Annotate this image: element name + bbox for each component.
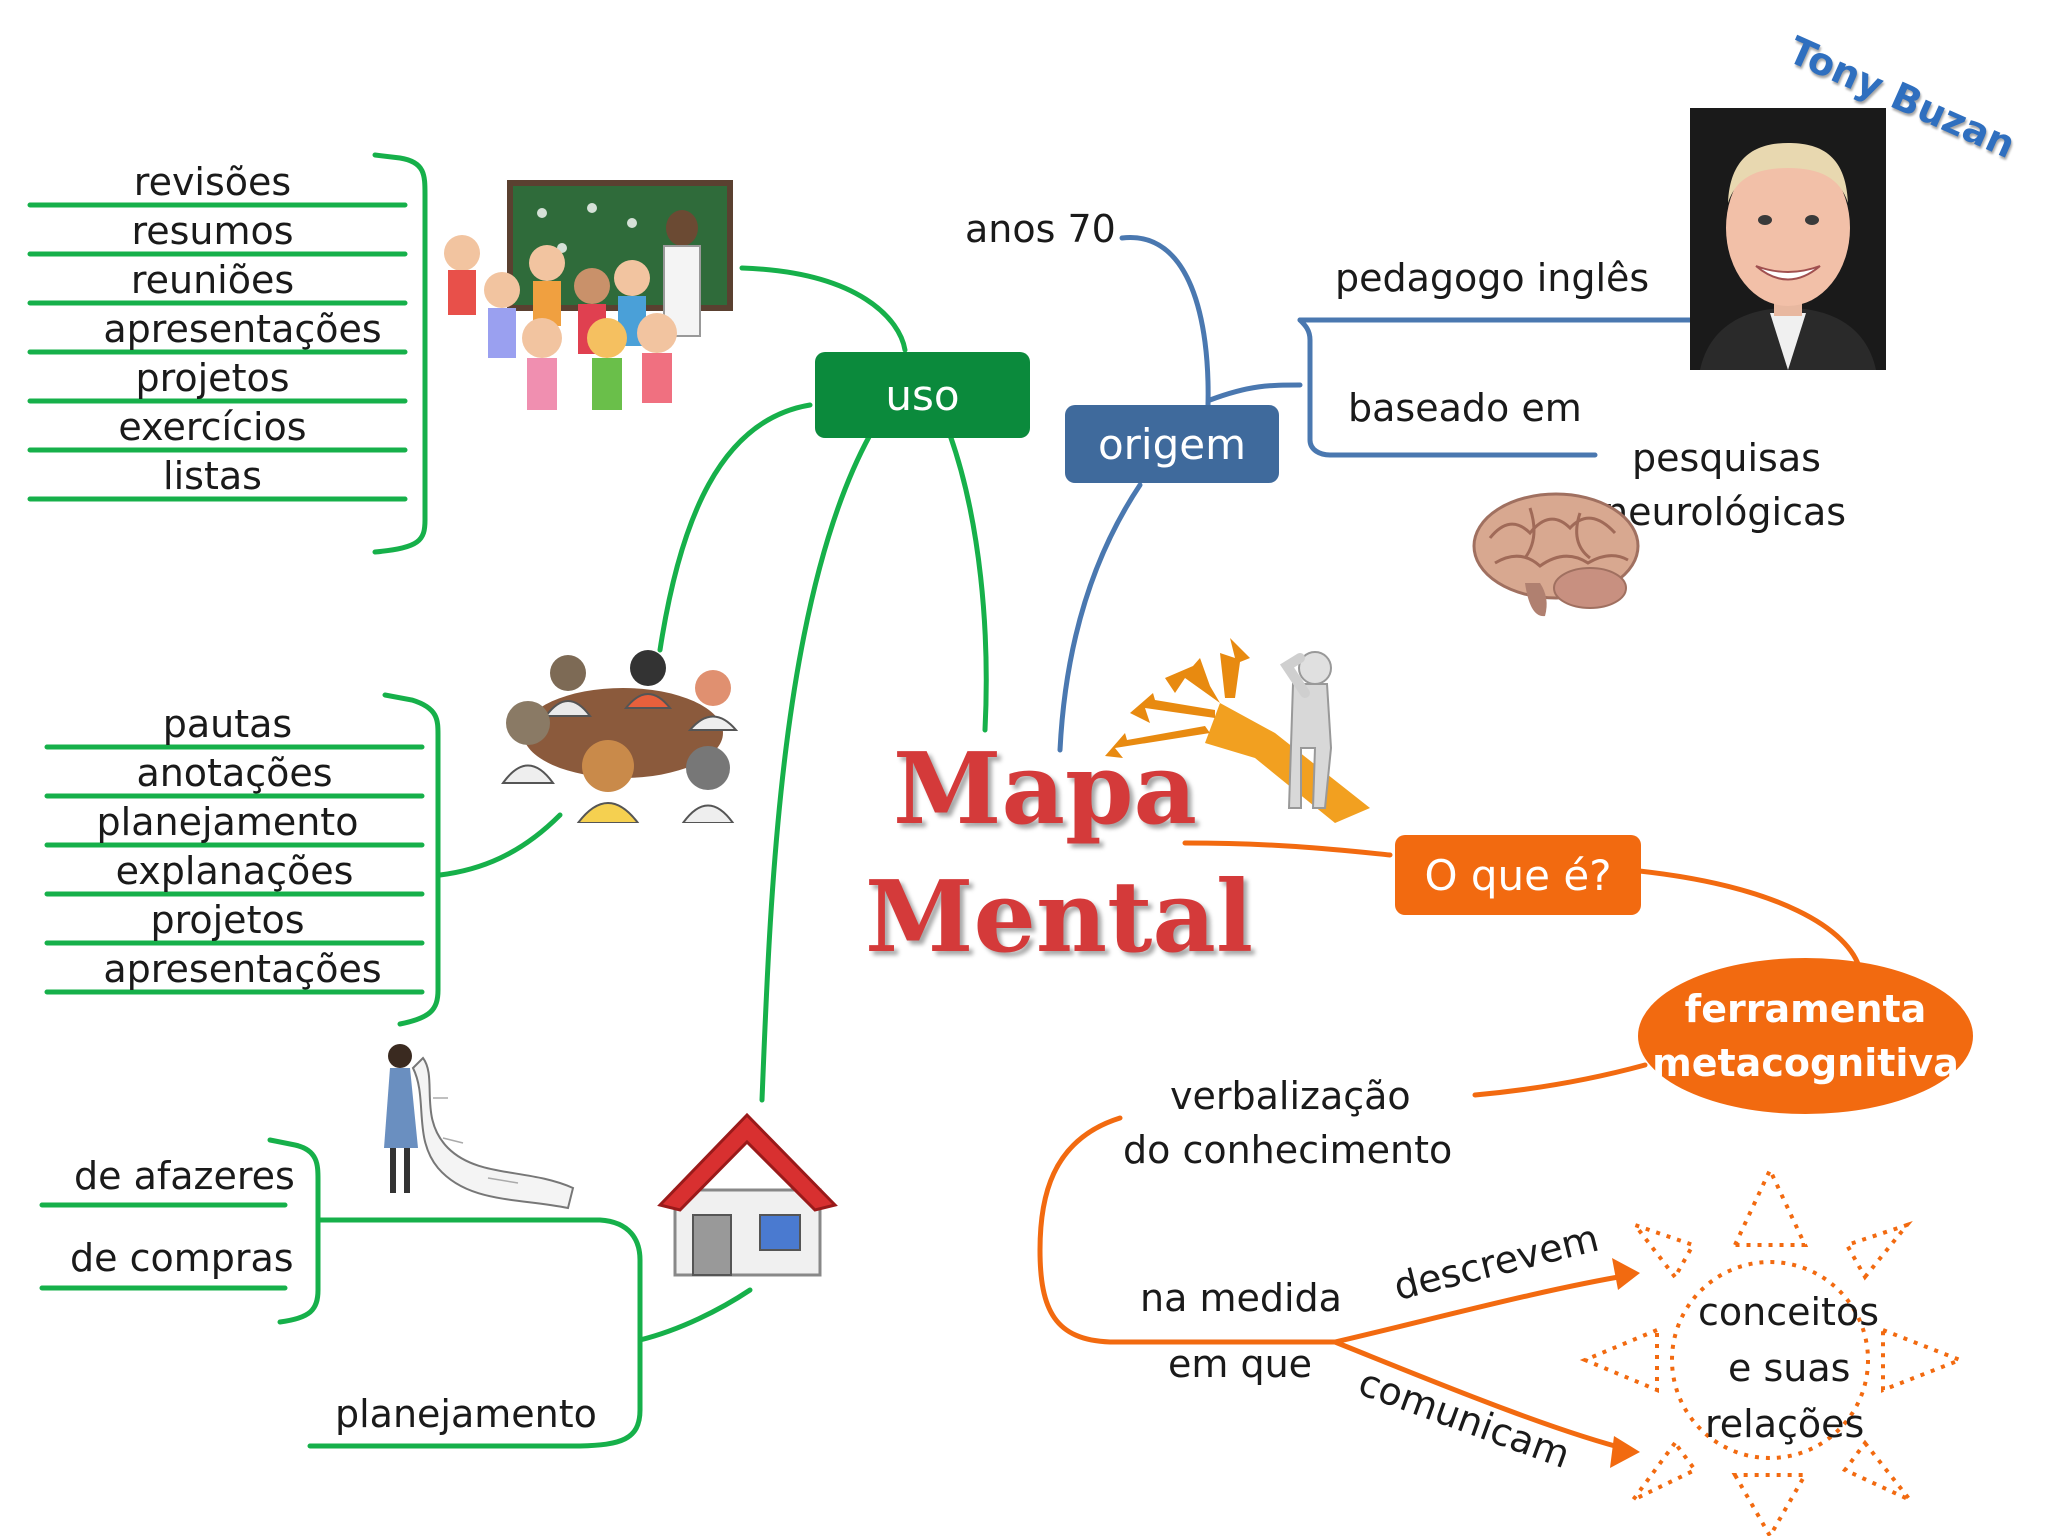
sun-icon xyxy=(1579,1165,1965,1536)
node-ferramenta-metacognitiva[interactable]: ferramenta metacognitiva xyxy=(1638,958,1973,1114)
house-icon xyxy=(657,1112,838,1277)
title-line1: Mapa xyxy=(892,732,1197,847)
em-que-label: em que xyxy=(1168,1342,1313,1386)
verbalizacao-line1: verbalização xyxy=(1170,1074,1411,1118)
verbalizacao-line2: do conhecimento xyxy=(1123,1128,1453,1172)
list-item: projetos xyxy=(135,356,290,400)
brain-illustration xyxy=(1472,492,1640,617)
node-uso-label: uso xyxy=(885,370,960,420)
list-item: pautas xyxy=(162,702,293,746)
list-item: revisões xyxy=(133,160,292,204)
meeting-table-illustration xyxy=(501,650,739,823)
central-title: Mapa xyxy=(880,740,1210,840)
ferramenta-line2: metacognitiva xyxy=(1652,1041,1959,1085)
node-o-que-e-label: O que é? xyxy=(1424,850,1612,900)
list-item: anotações xyxy=(136,751,333,795)
node-origem-label: origem xyxy=(1097,419,1247,469)
node-o-que-e[interactable]: O que é? xyxy=(1395,835,1641,915)
pedagogo-label: pedagogo inglês xyxy=(1335,256,1650,300)
list-item: listas xyxy=(163,454,262,498)
list-item: de compras xyxy=(70,1236,294,1280)
list-item: apresentações xyxy=(103,947,382,991)
planejamento-label: planejamento xyxy=(335,1392,597,1436)
ferramenta-line1: ferramenta xyxy=(1684,987,1927,1031)
conceitos-line1: conceitos xyxy=(1698,1290,1880,1334)
na-medida-label: na medida xyxy=(1140,1276,1342,1320)
pesquisas-label: pesquisas xyxy=(1632,436,1821,480)
list-item: planejamento xyxy=(96,800,359,844)
baseado-label: baseado em xyxy=(1348,386,1582,430)
thinking-figure-arrows-illustration xyxy=(1105,638,1370,823)
conceitos-line3: relações xyxy=(1705,1402,1865,1446)
tony-buzan-portrait xyxy=(1690,108,1886,370)
node-origem[interactable]: origem xyxy=(1065,405,1279,483)
anos-70-label: anos 70 xyxy=(965,207,1116,251)
neurologicas-label: neurológicas xyxy=(1604,490,1847,534)
list-item: de afazeres xyxy=(74,1154,295,1198)
conceitos-line2: e suas xyxy=(1728,1346,1851,1390)
list-item: projetos xyxy=(150,898,305,942)
list-item: reuniões xyxy=(130,258,295,302)
list-writer-illustration xyxy=(384,1044,575,1210)
classroom-illustration xyxy=(444,180,733,410)
title-line2: Mental xyxy=(865,860,1254,975)
node-uso[interactable]: uso xyxy=(815,352,1030,438)
list-item: resumos xyxy=(131,209,294,253)
list-item: explanações xyxy=(115,849,354,893)
list-item: exercícios xyxy=(118,405,307,449)
list-item: apresentações xyxy=(103,307,382,351)
central-title-line2: Mental xyxy=(865,860,1254,975)
